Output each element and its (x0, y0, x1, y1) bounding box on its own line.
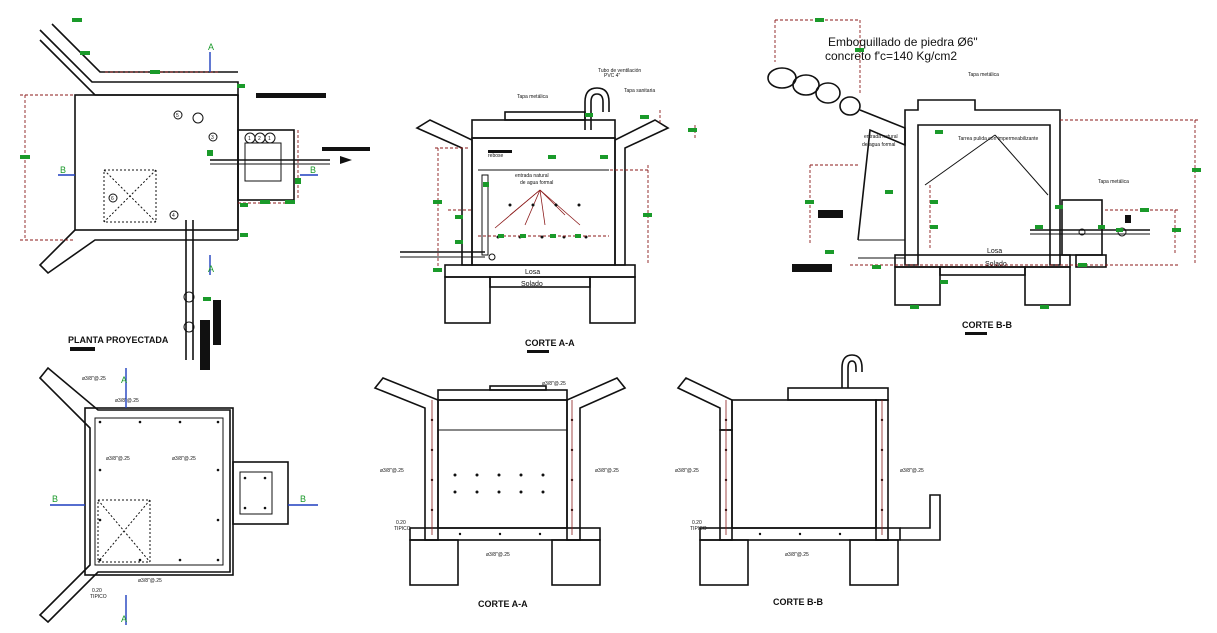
tipico-bl: TIPICO (90, 594, 107, 600)
tapa-metalica-label-a: Tapa metálica (517, 94, 548, 100)
plan-tag-4: 4 (172, 213, 175, 219)
section-bb-top: Emboquillado de piedra Ø6" concreto f'c=… (767, 18, 1201, 335)
plan-tag-6: 6 (111, 196, 114, 202)
rebar-label-aa-3: ø3/8"@.25 (595, 468, 619, 474)
tarrea-pulida-label: Tarrea pulida con impermeabilizante (958, 136, 1039, 142)
plan-circle-1: 1 (248, 136, 251, 142)
tipico-bb: TIPICO (690, 526, 707, 532)
entrada-natural-b: entrada natural (864, 134, 898, 140)
losa-b-label: Losa (987, 248, 1002, 255)
rebar-label-bl-4: ø3/8"@.25 (172, 456, 196, 462)
concreto-label: concreto f'c=140 Kg/cm2 (825, 49, 957, 63)
rebar-label-bl-5: ø3/8"@.25 (138, 578, 162, 584)
plan-title: PLANTA PROYECTADA (68, 335, 169, 345)
rebar-label-bb-3: ø3/8"@.25 (785, 552, 809, 558)
solado-a-label: Solado (521, 281, 543, 288)
tubo-vent-label: Tubo de ventilación (598, 68, 641, 74)
plan-top-marker-a2: A (208, 264, 214, 274)
losa-a-label: Losa (525, 269, 540, 276)
section-aa-bottom: ø3/8"@.25 ø3/8"@.25 ø3/8"@.25 ø3/8"@.25 … (373, 377, 627, 609)
tapa-metalica-label-b1: Tapa metálica (968, 72, 999, 78)
rebose-label: rebose (488, 153, 504, 159)
rebar-label-bb-1: ø3/8"@.25 (675, 468, 699, 474)
tipico-aa: TIPICO (394, 526, 411, 532)
solado-b-label: Solado (985, 261, 1007, 268)
rebar-label-bl-3: ø3/8"@.25 (106, 456, 130, 462)
corte-aa-bottom-title: CORTE A-A (478, 599, 528, 609)
spacing-bl: 0.20 (92, 588, 102, 594)
corte-aa-top-title: CORTE A-A (525, 338, 575, 348)
plan-top-marker-b1: B (60, 165, 66, 175)
spacing-bb: 0.20 (692, 520, 702, 526)
plan-circle-2: 2 (258, 136, 261, 142)
agua-formal-b: de agua formal (862, 142, 895, 148)
plan-tag-5: 5 (176, 113, 179, 119)
rebar-label-bl-1: ø3/8"@.25 (82, 376, 106, 382)
plan-top-marker-b2: B (310, 165, 316, 175)
plan-top-marker-a1: A (208, 42, 214, 52)
plan-bottom-marker-b1: B (52, 494, 58, 504)
plan-view-top: 1 2 1 5 3 6 4 (20, 18, 370, 370)
rebar-label-aa-2: ø3/8"@.25 (380, 468, 404, 474)
tapa-metalica-label-b2: Tapa metálica (1098, 179, 1129, 185)
plan-bottom-marker-b2: B (300, 494, 306, 504)
plan-view-bottom: ø3/8"@.25 ø3/8"@.25 ø3/8"@.25 ø3/8"@.25 … (38, 366, 318, 625)
plan-bottom-marker-a1: A (121, 375, 127, 385)
section-bb-bottom: ø3/8"@.25 ø3/8"@.25 ø3/8"@.25 0.20 TIPIC… (675, 354, 941, 607)
corte-bb-top-title: CORTE B-B (962, 320, 1012, 330)
rebar-label-bl-2: ø3/8"@.25 (115, 398, 139, 404)
corte-bb-bottom-title: CORTE B-B (773, 597, 823, 607)
rebar-label-aa-4: ø3/8"@.25 (486, 552, 510, 558)
rebar-label-bb-2: ø3/8"@.25 (900, 468, 924, 474)
spacing-aa: 0.20 (396, 520, 406, 526)
tapa-sanitaria-label: Tapa sanitaria (624, 88, 655, 94)
agua-formal-a: de agua formal (520, 180, 553, 186)
rebar-label-aa-1: ø3/8"@.25 (542, 381, 566, 387)
plan-circle-3: 1 (268, 136, 271, 142)
tubo-vent-size: PVC 4" (604, 73, 620, 79)
entrada-natural-a: entrada natural (515, 173, 549, 179)
plan-bottom-marker-a2: A (121, 614, 127, 624)
plan-tag-3: 3 (211, 135, 214, 141)
section-aa-top: Losa Solado Tubo de ventilación PVC 4" T… (400, 68, 697, 353)
emboquillado-label: Emboquillado de piedra Ø6" (828, 35, 978, 49)
